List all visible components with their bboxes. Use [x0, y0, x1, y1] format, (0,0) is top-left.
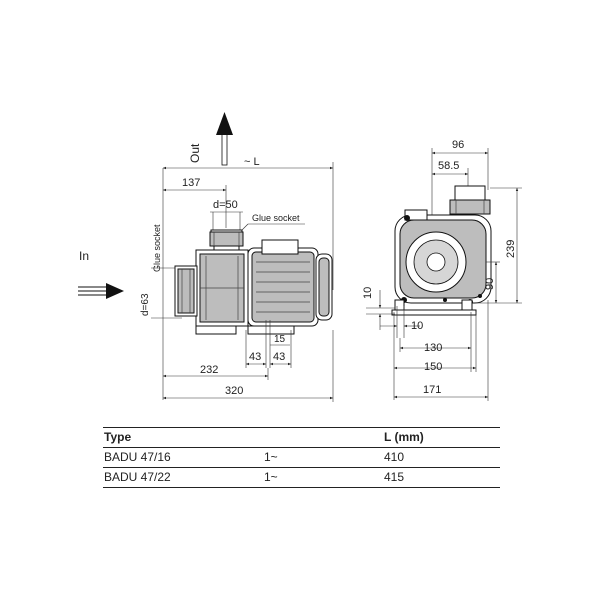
dim-43-left: 43: [249, 351, 261, 363]
dim-320: 320: [225, 385, 243, 397]
cell-phase: 1~: [264, 447, 379, 468]
dim-239: 239: [505, 240, 517, 258]
front-view: 96 58.5: [362, 139, 522, 401]
header-phase: [264, 427, 379, 448]
spec-table: Type L (mm) BADU 47/16 1~ 410 BADU 47/22…: [103, 427, 500, 488]
pump-side-body: [174, 229, 333, 335]
dim-58-5: 58.5: [438, 160, 459, 172]
cell-type: BADU 47/16: [103, 447, 264, 468]
cell-phase: 1~: [264, 467, 379, 488]
dim-10-horizontal: 10: [411, 320, 423, 332]
glue-socket-label-v: Glue socket: [152, 224, 162, 272]
dim-137: 137: [182, 177, 200, 189]
length-label: ~ L: [244, 156, 260, 168]
pump-front-body: [391, 185, 492, 316]
dim-171: 171: [423, 384, 441, 396]
table-row: BADU 47/16 1~ 410: [103, 447, 500, 468]
cell-type: BADU 47/22: [103, 467, 264, 488]
header-length: L (mm): [379, 427, 500, 448]
dim-96: 96: [452, 139, 464, 151]
glue-socket-label-h: Glue socket: [252, 213, 300, 223]
d63-label: d=63: [140, 293, 151, 316]
dim-10-vertical: 10: [362, 287, 374, 299]
in-arrow: [78, 283, 124, 299]
in-label: In: [79, 249, 89, 263]
cell-length: 410: [379, 447, 500, 468]
cell-length: 415: [379, 467, 500, 488]
out-arrow: [216, 112, 233, 166]
side-view: Out In ~ L 137 d=50 Glue socket Glue soc…: [78, 112, 334, 402]
dim-90: 90: [484, 278, 496, 290]
d50-label: d=50: [213, 199, 238, 211]
dim-43-right: 43: [273, 351, 285, 363]
table-header-row: Type L (mm): [103, 427, 500, 448]
out-label: Out: [188, 143, 202, 163]
header-type: Type: [103, 427, 264, 448]
dim-130: 130: [424, 342, 442, 354]
dim-150: 150: [424, 361, 442, 373]
table-row: BADU 47/22 1~ 415: [103, 467, 500, 488]
dim-15: 15: [274, 334, 286, 345]
dim-232: 232: [200, 364, 218, 376]
